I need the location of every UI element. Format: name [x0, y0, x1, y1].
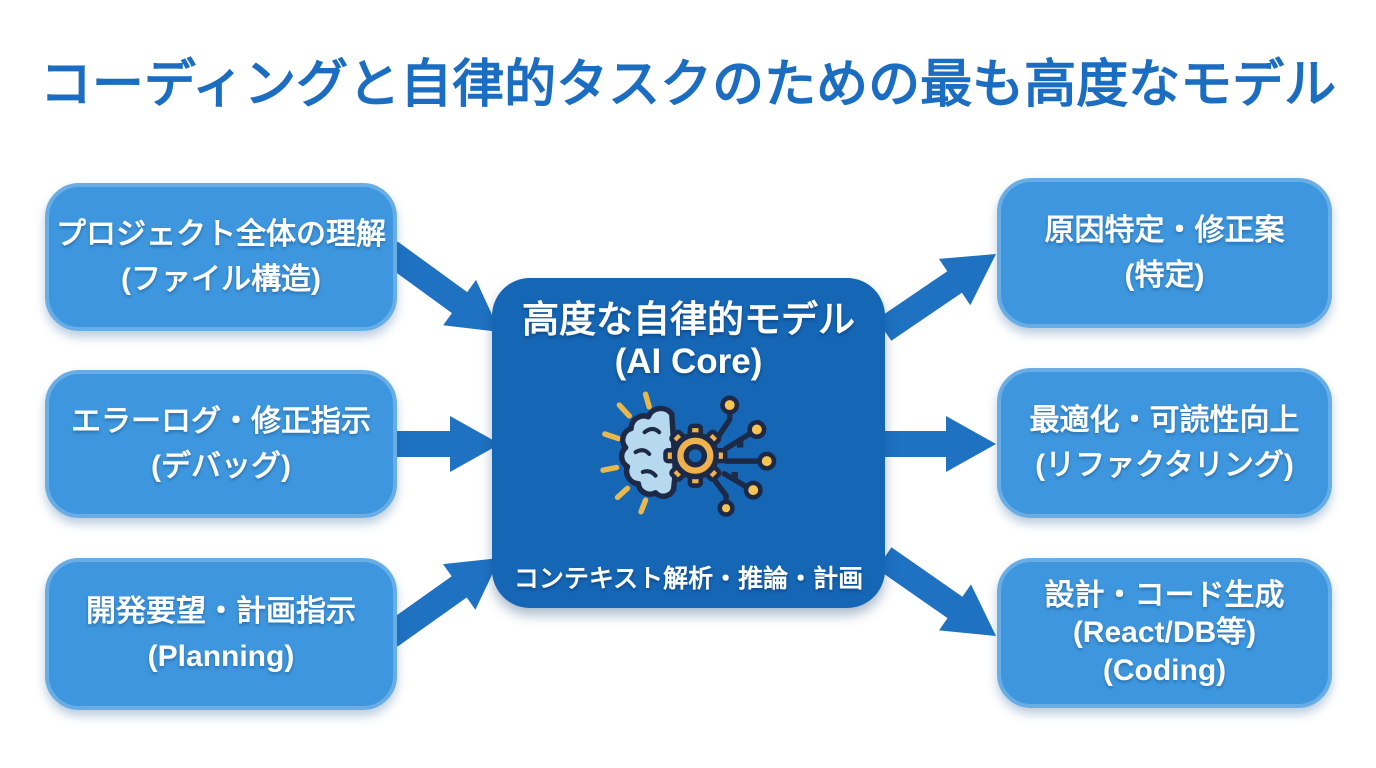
box-text-line: 開発要望・計画指示 [86, 595, 356, 628]
output-box-code-generation: 設計・コード生成 (React/DB等) (Coding) [997, 558, 1332, 708]
box-text-line: (リファクタリング) [1035, 449, 1294, 482]
flow-arrow-5 [884, 416, 996, 472]
input-box-dev-request: 開発要望・計画指示 (Planning) [45, 558, 397, 710]
box-text-line: (Coding) [1102, 653, 1227, 687]
flow-arrow-4 [876, 254, 996, 341]
box-text-line: (ファイル構造) [121, 263, 321, 296]
box-text-line: 最適化・可読性向上 [1029, 404, 1300, 437]
flow-arrow-2 [392, 416, 500, 472]
flow-arrow-1 [382, 241, 500, 332]
box-text-line: 設計・コード生成 [1044, 578, 1285, 612]
core-caption: コンテキスト解析・推論・計画 [513, 565, 864, 593]
core-subtitle: (AI Core) [614, 342, 763, 382]
box-text-line: (React/DB等) [1072, 616, 1257, 650]
box-text-line: プロジェクト全体の理解 [56, 218, 386, 251]
box-text-line: エラーログ・修正指示 [71, 405, 371, 438]
input-box-error-log: エラーログ・修正指示 (デバッグ) [45, 370, 397, 518]
flow-arrow-6 [876, 547, 996, 636]
brain-gear-circuit-icon [599, 391, 776, 517]
input-box-project-understanding: プロジェクト全体の理解 (ファイル構造) [45, 183, 397, 331]
box-text-line: (特定) [1124, 259, 1205, 292]
page-title: コーディングと自律的タスクのための最も高度なモデル [39, 56, 1337, 114]
flow-arrow-3 [382, 558, 500, 647]
core-model-box: 高度な自律的モデル (AI Core) [492, 278, 885, 608]
output-box-refactoring: 最適化・可読性向上 (リファクタリング) [997, 368, 1332, 518]
core-title: 高度な自律的モデル [522, 299, 855, 340]
box-text-line: (デバッグ) [151, 450, 291, 483]
box-text-line: (Planning) [147, 640, 295, 673]
box-text-line: 原因特定・修正案 [1044, 214, 1285, 247]
output-box-cause-identification: 原因特定・修正案 (特定) [997, 178, 1332, 328]
